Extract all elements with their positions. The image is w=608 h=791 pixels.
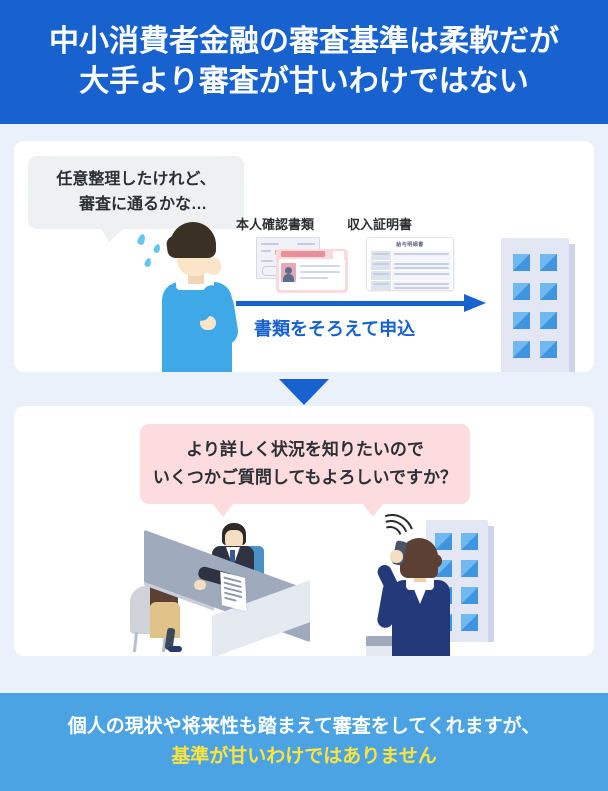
document-icon: [220, 571, 247, 612]
thinking-man-icon: [136, 222, 246, 372]
id-card-icon: [256, 237, 352, 293]
label-income-certificate: 収入証明書: [347, 217, 413, 232]
building-icon: [501, 238, 575, 372]
panel-screening-step: より詳しく状況を知りたいので いくつかご質問してもよろしいですか？: [14, 406, 594, 656]
sweat-drop-icon: [136, 233, 147, 246]
footer-banner: 個人の現状や将来性も踏まえて審査をしてくれますが、 基準が甘いわけではありません: [0, 693, 608, 791]
header-title-line-2: 大手より審査が甘いわけではない: [79, 65, 529, 98]
sweat-drop-icon: [152, 243, 162, 254]
sweat-drop-icon: [143, 257, 153, 268]
phone-operator-icon: [362, 506, 516, 656]
apply-arrow-label: 書類をそろえて申込: [254, 319, 416, 339]
speech-bubble-applicant-line-2: 審査に通るかな…: [78, 196, 207, 213]
speech-bubble-lender-line-2: いくつかご質問してもよろしいですか？: [152, 468, 458, 487]
label-identity-documents: 本人確認書類: [236, 217, 315, 232]
speech-bubble-lender: より詳しく状況を知りたいので いくつかご質問してもよろしいですか？: [140, 424, 470, 517]
header-banner: 中小消費者金融の審査基準は柔軟だが 大手より審査が甘いわけではない: [0, 0, 608, 124]
down-triangle-icon: [279, 379, 329, 405]
speech-bubble-applicant-line-1: 任意整理したけれど、: [56, 171, 216, 188]
speech-bubble-tail-icon: [362, 503, 384, 517]
apply-arrow: 書類をそろえて申込: [236, 293, 498, 353]
arrow-head-icon: [464, 294, 486, 312]
speech-bubble-tail-icon: [100, 227, 125, 242]
payslip-icon: 給与明細書: [366, 237, 454, 291]
speech-bubble-applicant: 任意整理したけれど、 審査に通るかな…: [28, 156, 244, 242]
speech-bubble-tail-icon: [212, 503, 234, 517]
arrow-shaft-icon: [236, 301, 466, 306]
speech-bubble-lender-line-1: より詳しく状況を知りたいので: [186, 440, 424, 459]
header-title-line-1: 中小消費者金融の審査基準は柔軟だが: [49, 25, 559, 58]
infographic-stage: 任意整理したけれど、 審査に通るかな… 本人確認書類 収入証明書: [0, 124, 608, 693]
payslip-title: 給与明細書: [396, 242, 424, 248]
loan-counter-interview-icon: [126, 510, 326, 656]
footer-line-2: 基準が甘いわけではありません: [171, 746, 437, 767]
panel-application-step: 任意整理したけれど、 審査に通るかな… 本人確認書類 収入証明書: [14, 141, 594, 372]
footer-line-1: 個人の現状や将来性も踏まえて審査をしてくれますが、: [67, 716, 541, 737]
